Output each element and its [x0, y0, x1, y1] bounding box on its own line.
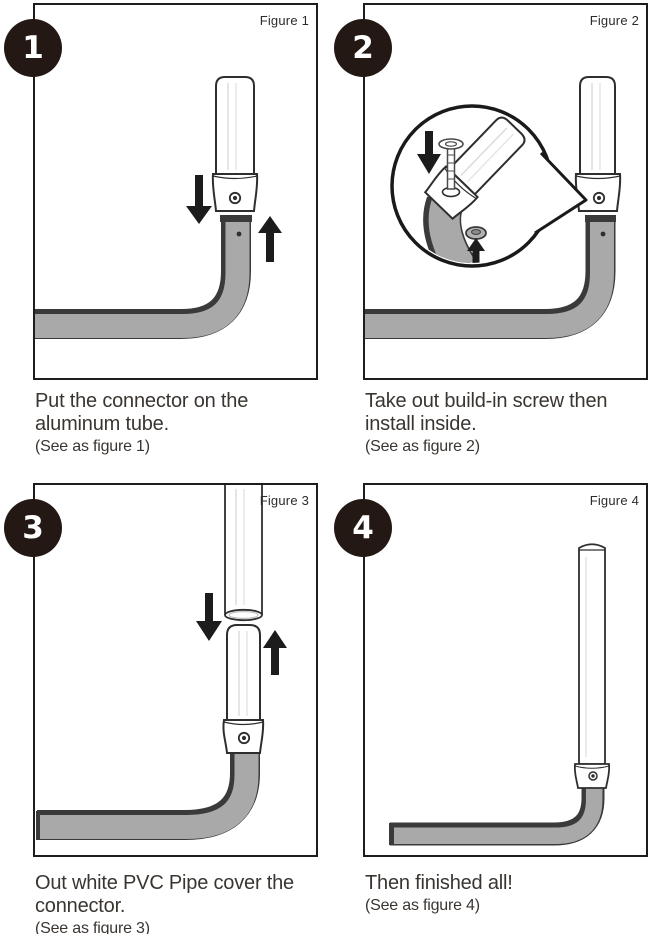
figure-3-diagram: [36, 485, 287, 840]
figure-panel-4: Figure 4: [363, 483, 648, 857]
figure-panel-2: Figure 2: [363, 3, 648, 380]
up-arrow-icon: [263, 630, 287, 675]
tube-end-cap: [585, 215, 616, 222]
figure-panel-1: Figure 1: [33, 3, 318, 380]
figure-1-diagram: [35, 76, 282, 339]
step-number-badge: 1: [4, 19, 62, 77]
connector-detail: [423, 116, 526, 221]
aluminum-tube: [389, 786, 605, 846]
figure-panel-3: Figure 3: [33, 483, 318, 857]
figure-label: Figure 1: [259, 13, 309, 28]
caption-line: connector.: [35, 895, 126, 917]
step-number-badge: 3: [4, 499, 62, 557]
caption-note: (See as figure 1): [35, 438, 150, 455]
pvc-pipe: [578, 543, 606, 765]
caption-note: (See as figure 3): [35, 920, 150, 934]
step-caption: Then finished all! (See as figure 4): [365, 872, 513, 915]
nut-icon: [465, 226, 487, 240]
tube-end-cap: [389, 823, 394, 845]
connector-illustration: [574, 76, 622, 212]
step-number: 1: [22, 29, 44, 66]
step-number-badge: 4: [334, 499, 392, 557]
step-caption: Take out build-in screw then install ins…: [365, 390, 608, 456]
aluminum-tube: [365, 215, 616, 339]
caption-line: Take out build-in screw then: [365, 390, 608, 412]
tube-end-cap: [220, 215, 252, 222]
screw-icon: [438, 138, 464, 190]
step-number: 3: [22, 509, 44, 546]
caption-line: Out white PVC Pipe cover the: [35, 872, 294, 894]
connector-illustration: [211, 76, 259, 212]
down-arrow-icon: [186, 175, 212, 224]
callout-pointer: [534, 151, 588, 235]
up-arrow-icon: [467, 238, 485, 263]
caption-note: (See as figure 2): [365, 438, 480, 455]
caption-line: install inside.: [365, 413, 477, 435]
down-arrow-icon: [417, 131, 441, 174]
tube-end-cap: [36, 811, 40, 840]
pvc-pipe: [224, 485, 263, 622]
figure-label: Figure 4: [589, 493, 639, 508]
caption-line: aluminum tube.: [35, 413, 169, 435]
caption-note: (See as figure 4): [365, 897, 480, 914]
magnifier-contents: [417, 116, 526, 263]
tube-hole: [236, 231, 242, 237]
step-caption: Out white PVC Pipe cover the connector. …: [35, 872, 294, 934]
connector-illustration: [222, 624, 265, 754]
caption-line: Put the connector on the: [35, 390, 249, 412]
connector-collar: [573, 763, 611, 789]
step-number-badge: 2: [334, 19, 392, 77]
tube-hole: [600, 231, 606, 237]
up-arrow-icon: [258, 216, 282, 262]
caption-line: Then finished all!: [365, 872, 513, 894]
step-number: 2: [352, 29, 374, 66]
figure-label: Figure 3: [259, 493, 309, 508]
step-caption: Put the connector on the aluminum tube. …: [35, 390, 248, 456]
down-arrow-icon: [196, 593, 222, 641]
step-number: 4: [352, 509, 374, 546]
figure-label: Figure 2: [589, 13, 639, 28]
aluminum-tube: [35, 215, 252, 339]
figure-2-diagram: [365, 76, 622, 339]
figure-4-diagram: [389, 543, 611, 846]
aluminum-tube: [36, 749, 260, 840]
